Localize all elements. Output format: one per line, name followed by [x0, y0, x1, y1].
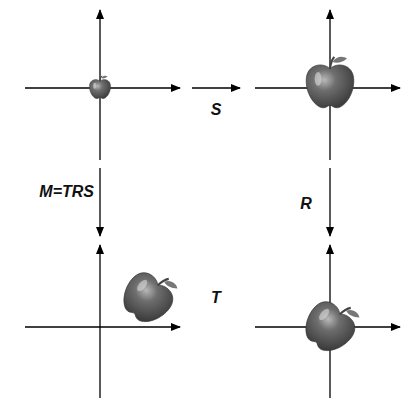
axes: [25, 10, 400, 398]
apple: [306, 57, 354, 108]
apple: [114, 261, 183, 331]
apple: [89, 76, 110, 99]
transform-label: S: [210, 101, 223, 119]
transform-label: M=TRS: [38, 183, 95, 201]
apple: [296, 290, 365, 360]
transform-arrows: [100, 88, 330, 236]
transform-label: T: [210, 289, 222, 307]
transform-label: R: [299, 195, 313, 213]
